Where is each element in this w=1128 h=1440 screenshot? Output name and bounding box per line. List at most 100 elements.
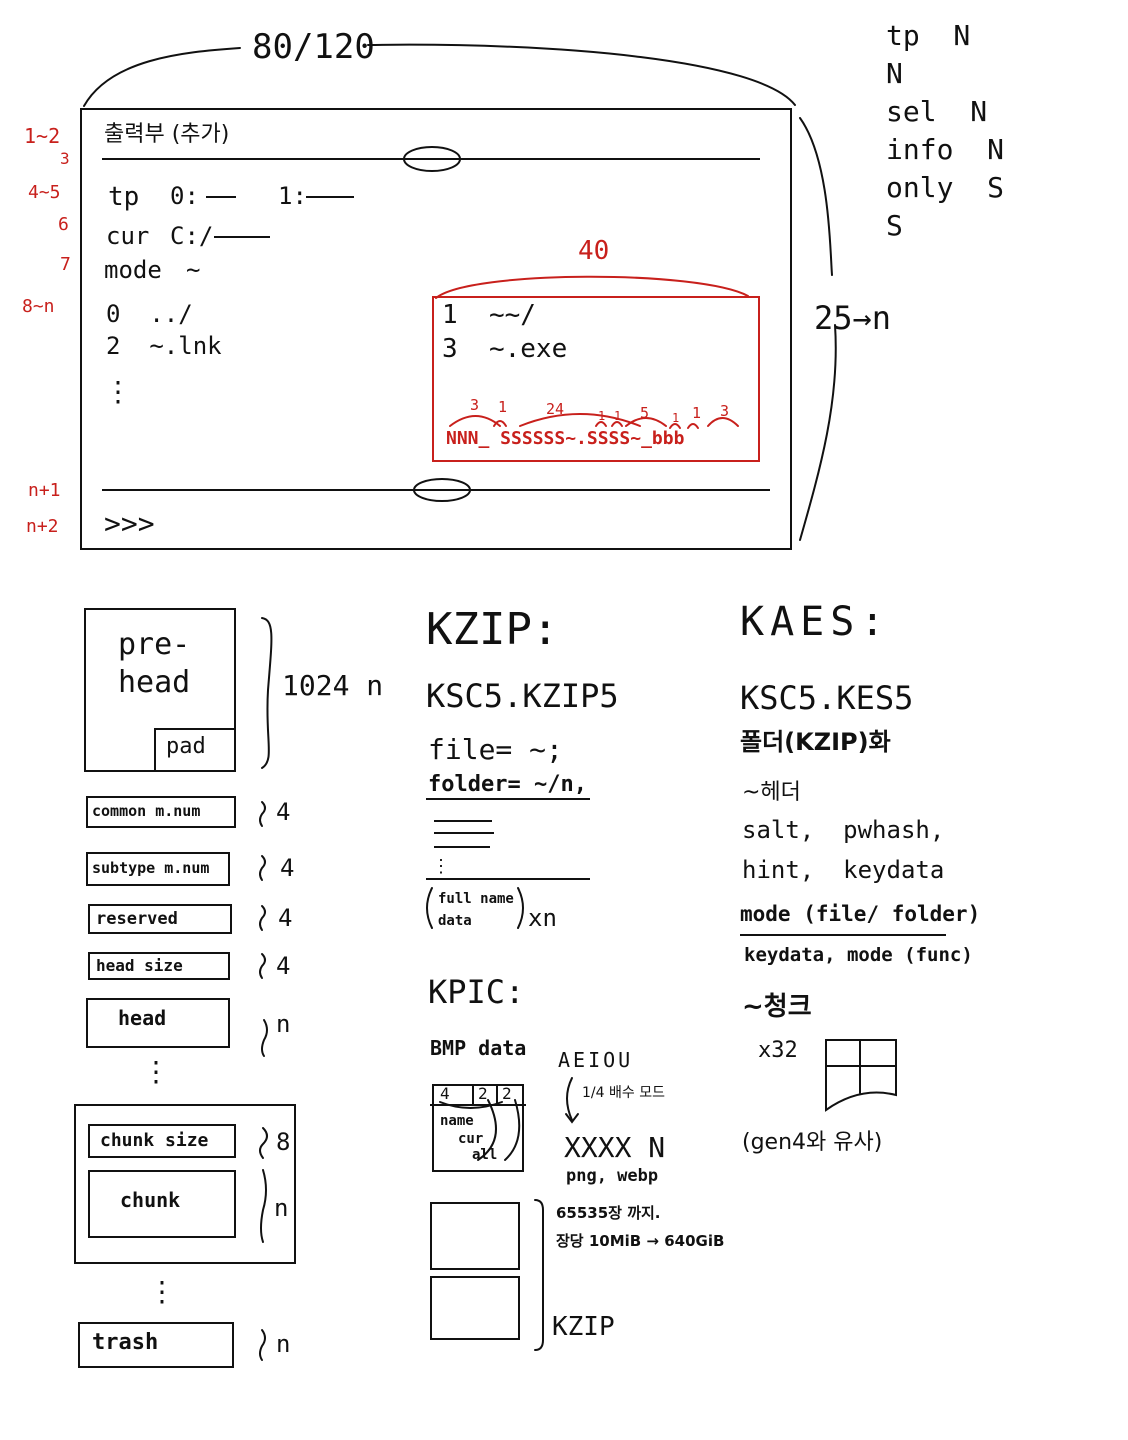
- kaes-title: KAES:: [740, 599, 891, 645]
- kpic-bmp: BMP data: [430, 1036, 527, 1060]
- chunk-label: chunk: [120, 1188, 181, 1212]
- field-size: 4: [276, 798, 291, 826]
- kzip-entry-line: [434, 846, 490, 848]
- field-label: head: [118, 1006, 167, 1030]
- list-item: 3 ~.exe: [442, 334, 568, 364]
- kzip-entry-line: [434, 832, 494, 834]
- kpic-kzip-tag: KZIP: [552, 1312, 615, 1342]
- cur-path: C:/: [170, 222, 214, 250]
- kaes-mode-line: [740, 934, 946, 936]
- field-label: head size: [96, 956, 183, 975]
- kpic-limit: 65535장 까지.: [556, 1204, 661, 1222]
- terminal-title: 출력부 (추가): [104, 122, 230, 147]
- top-divider: [102, 158, 760, 160]
- kzip-entry-name: full name: [438, 891, 514, 907]
- kaes-name: KSC5.KES5: [740, 679, 914, 717]
- kaes-fields: hint, keydata: [742, 856, 945, 884]
- row-label: 8~n: [22, 296, 55, 317]
- terminal-frame: [80, 108, 792, 550]
- kpic-vowels: AEIOU: [558, 1048, 634, 1072]
- kpic-mode-note: 1/4 배수 모드: [582, 1085, 665, 1101]
- field-size: 4: [280, 854, 295, 882]
- prompt: >>>: [104, 507, 155, 540]
- trash-box: [78, 1322, 234, 1368]
- flag-item: info N: [886, 133, 1005, 166]
- bmp-box: [432, 1084, 524, 1172]
- image-slot-box: [430, 1276, 520, 1340]
- field-size: n: [276, 1010, 291, 1038]
- field-box: [86, 796, 236, 828]
- chunk-box: [88, 1170, 236, 1238]
- bmp-header-cell: 4: [440, 1084, 450, 1103]
- prehead-size: 1024 n: [282, 669, 384, 702]
- format-count: 5: [640, 404, 650, 422]
- tp-one: 1:: [278, 182, 307, 210]
- format-count: 1: [692, 404, 702, 422]
- kzip-folder-line: [426, 798, 590, 800]
- row-label: n+2: [26, 516, 59, 537]
- format-count: 1: [498, 398, 508, 416]
- row-label: 4~5: [28, 182, 61, 203]
- field-size: 4: [278, 904, 293, 932]
- bmp-header-cell: 2: [502, 1084, 512, 1103]
- row-label: 1~2: [24, 124, 61, 148]
- tp-one-line: [306, 196, 354, 198]
- bmp-header-line: [430, 1104, 526, 1106]
- kzip-folder: folder= ~/n,: [428, 772, 587, 797]
- bmp-cell: [472, 1084, 474, 1106]
- field-box: [88, 904, 232, 934]
- mode-label: mode: [104, 256, 162, 284]
- format-count: 1: [598, 409, 606, 423]
- list-item: 2 ~.lnk: [106, 332, 222, 360]
- trash-label: trash: [92, 1330, 159, 1355]
- tp-zero-line: [206, 196, 236, 198]
- tp-label: tp: [108, 182, 140, 212]
- chunk-bytes: n: [274, 1194, 289, 1222]
- kpic-xxxx: XXXX N: [564, 1131, 666, 1164]
- format-count: 3: [720, 402, 730, 420]
- list-ellipsis: ⋮: [104, 375, 132, 408]
- flag-item: sel N: [886, 95, 988, 128]
- field-label: common m.num: [92, 802, 201, 820]
- field-box: [86, 852, 230, 886]
- flag-item: tp N: [886, 19, 971, 52]
- kaes-folder-note: 폴더(KZIP)화: [740, 728, 891, 756]
- row-label: 7: [60, 254, 71, 275]
- tp-zero: 0:: [170, 182, 199, 210]
- flag-item: only S: [886, 171, 1005, 204]
- trash-size: n: [276, 1330, 291, 1358]
- mode-value: ~: [186, 256, 201, 284]
- row-label: 6: [58, 214, 69, 235]
- kzip-file: file= ~;: [428, 733, 563, 766]
- flag-item: N: [886, 57, 903, 90]
- image-slot-box: [430, 1202, 520, 1270]
- bmp-header-cell: 2: [478, 1084, 488, 1103]
- kpic-formats: png, webp: [566, 1166, 659, 1186]
- pad-box: [154, 728, 236, 772]
- kzip-name: KSC5.KZIP5: [426, 677, 619, 715]
- field-box: [88, 952, 230, 980]
- field-label: reserved: [96, 909, 178, 929]
- prehead-label: pre- head: [118, 627, 191, 700]
- kzip-end-line: [426, 878, 590, 880]
- pad-label: pad: [166, 734, 206, 759]
- list-width-label: 40: [578, 236, 610, 266]
- ellipsis: ⋮: [148, 1275, 176, 1308]
- chunk-size-label: chunk size: [100, 1130, 209, 1151]
- list-column-frame: [432, 296, 760, 462]
- kpic-title: KPIC:: [428, 973, 525, 1011]
- chunk-size-box: [88, 1124, 236, 1158]
- kaes-count: x32: [758, 1038, 798, 1063]
- cur-label: cur: [106, 222, 150, 250]
- width-label: 80/120: [252, 27, 375, 67]
- chunk-group-box: [74, 1104, 296, 1264]
- kaes-header: ~헤더: [742, 780, 801, 805]
- flag-list: tp N N sel N info N only S S: [886, 22, 1004, 250]
- bottom-divider: [102, 489, 770, 491]
- list-item: 0 ../: [106, 300, 193, 328]
- kaes-note: (gen4와 유사): [742, 1130, 883, 1155]
- field-label: subtype m.num: [92, 859, 210, 877]
- format-count: 24: [546, 400, 565, 418]
- flag-item: S: [886, 209, 903, 242]
